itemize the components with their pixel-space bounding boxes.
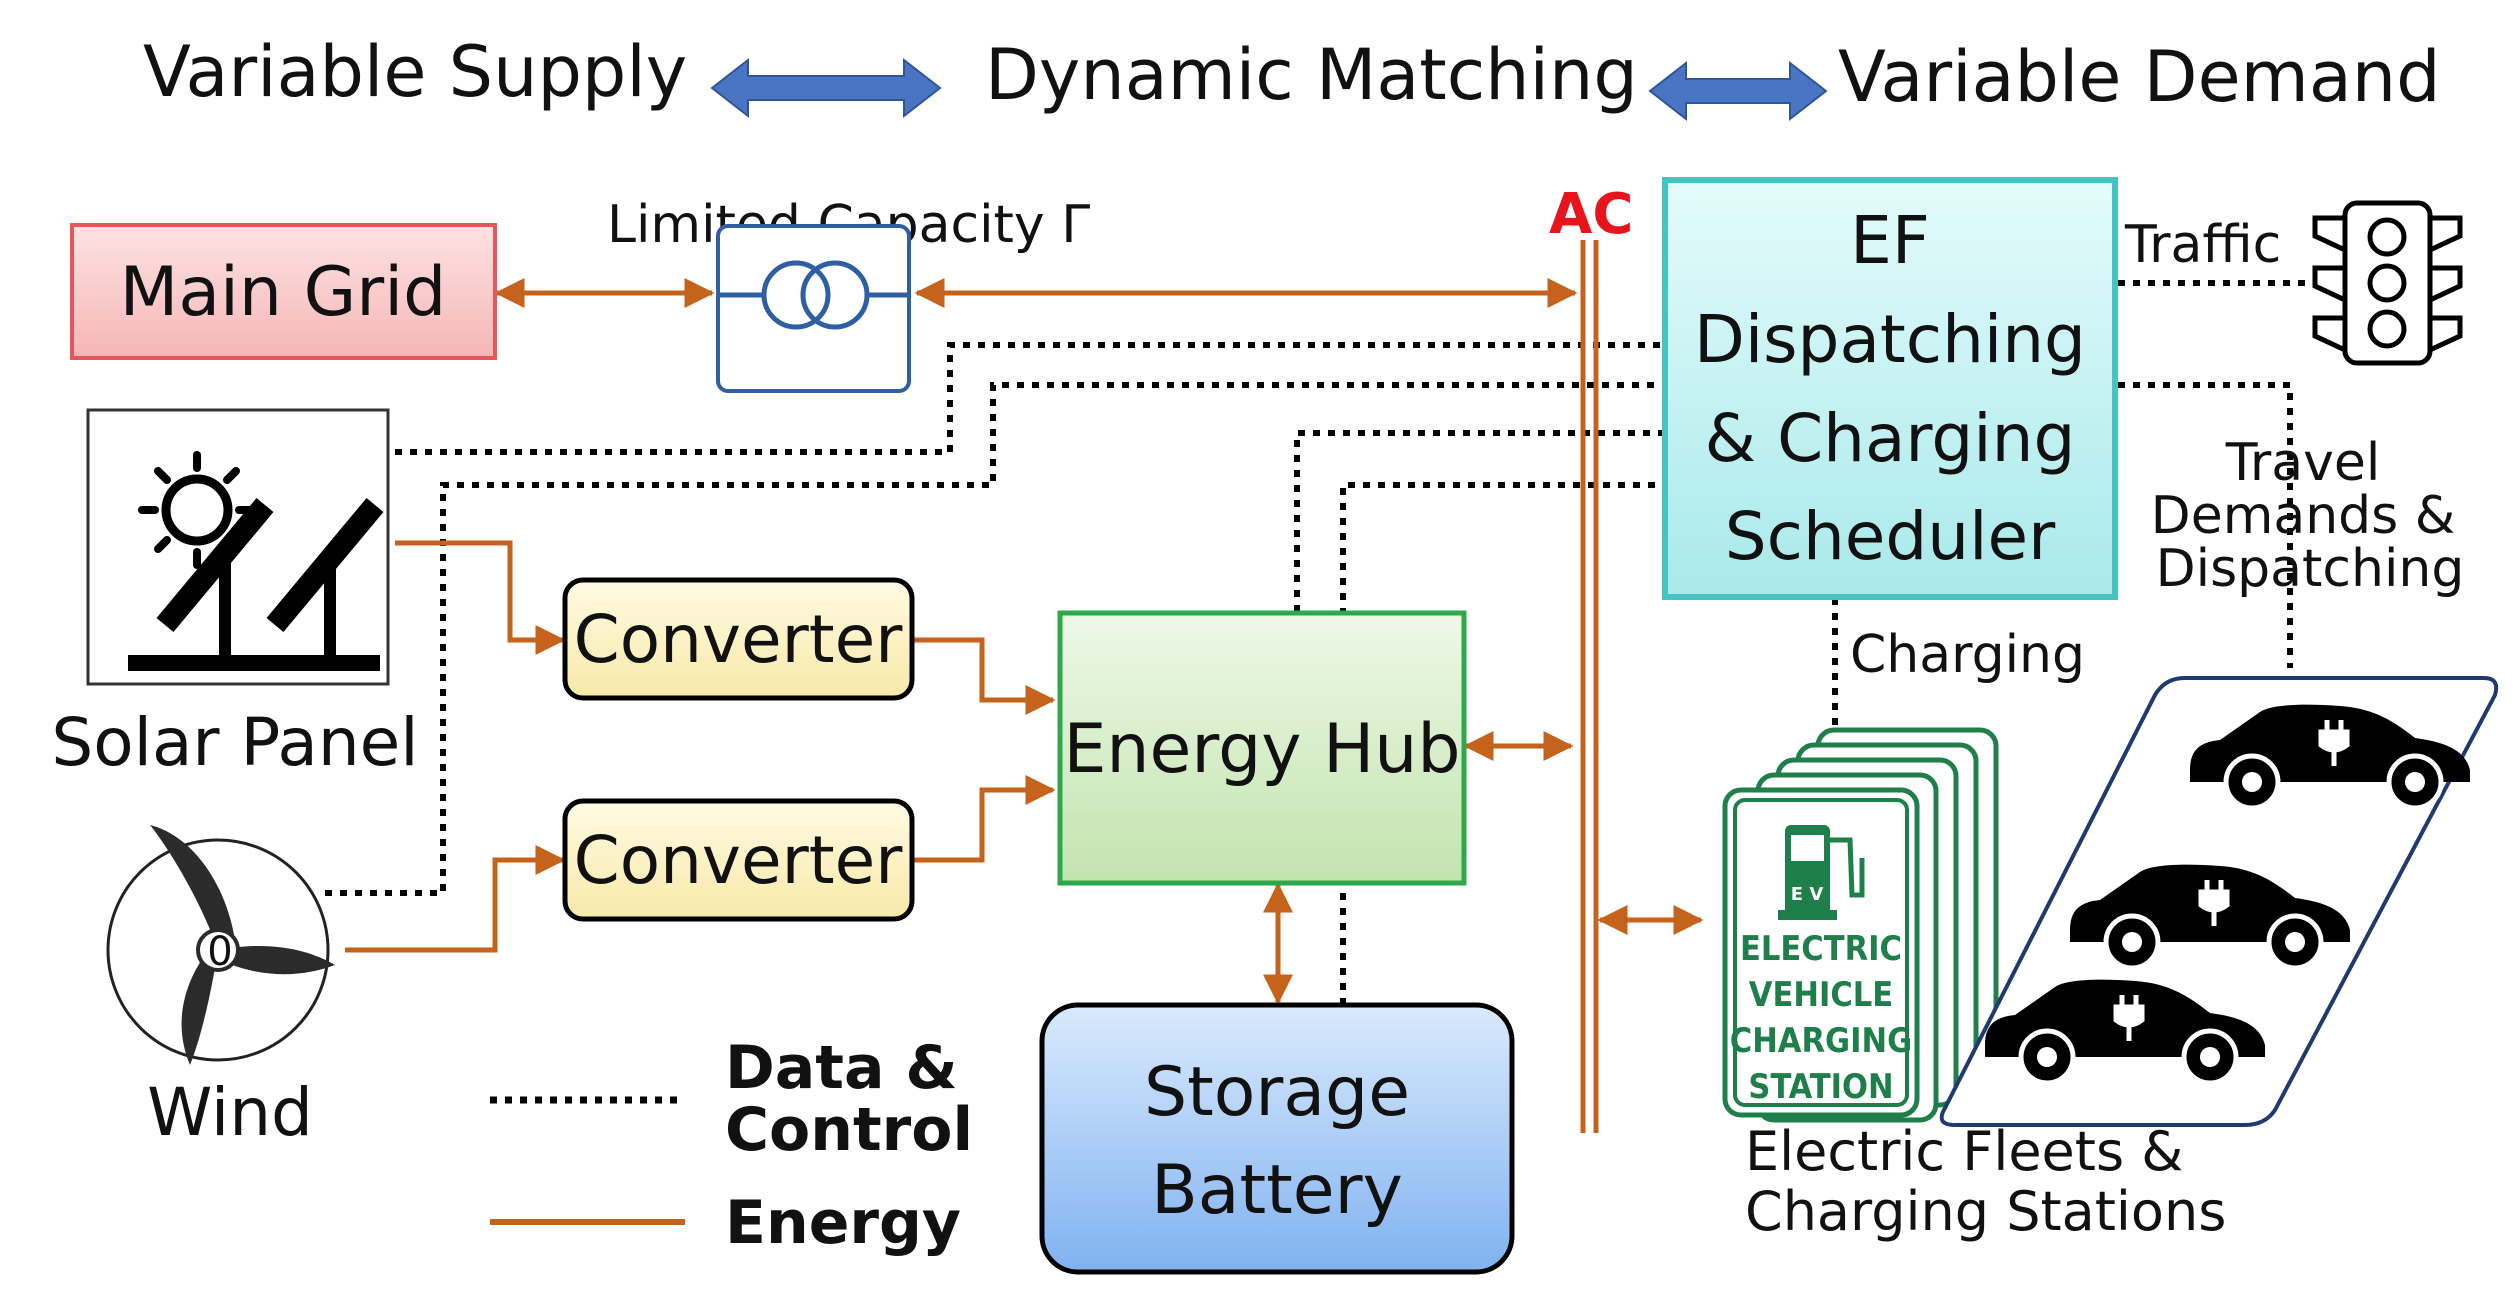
ev-sign-line-1: ELECTRIC [1740, 929, 1902, 969]
header-double-arrow-right [1648, 60, 1828, 122]
converter-1-box [562, 577, 915, 701]
energy-hub-box [1057, 610, 1467, 886]
energy-line-converter1-hub [912, 637, 1056, 715]
header-double-arrow-left [710, 57, 942, 119]
charging-sign-inner [1733, 798, 1909, 1107]
scheduler-label-line-3: & Charging [1705, 400, 2076, 477]
scheduler-label-line-1: EF [1850, 202, 1930, 279]
header-variable-supply: Variable Supply [143, 31, 687, 113]
header-variable-demand: Variable Demand [1838, 36, 2441, 118]
storage-battery-label-line-2: Battery [1151, 1151, 1403, 1230]
header-dynamic-matching: Dynamic Matching [985, 34, 1638, 116]
converter-2-box [562, 798, 915, 922]
wind-turbine-icon [150, 825, 335, 1065]
transformer-icon [718, 260, 909, 330]
main-grid-label: Main Grid [120, 253, 447, 332]
charging-label: Charging [1850, 625, 2085, 685]
data-line-wind-to-scheduler [325, 382, 1665, 896]
data-line-solar-to-scheduler [395, 342, 1665, 455]
solar-panel-label: Solar Panel [51, 704, 418, 781]
wind-label: Wind [147, 1074, 313, 1151]
data-line-scheduler-to-fleet [2118, 382, 2293, 668]
ev-sign-line-3: CHARGING [1730, 1021, 1912, 1061]
charging-station-stack: E V ELECTRIC VEHICLE CHARGING STATION [1722, 727, 1999, 1123]
main-grid-box [70, 223, 497, 360]
transformer-box [716, 224, 911, 393]
traffic-light-icon [2312, 200, 2463, 366]
energy-line-wind-converter [345, 845, 566, 953]
ev-pump-icon [1778, 825, 1865, 920]
travel-label-line-1: Travel [2225, 433, 2381, 493]
fleets-label-line-2: Charging Stations [1745, 1180, 2226, 1243]
charging-sign-front [1722, 787, 1920, 1118]
energy-line-converter2-hub [912, 775, 1056, 863]
scheduler-label-line-2: Dispatching [1694, 301, 2086, 378]
fleets-label-line-1: Electric Fleets & [1745, 1120, 2183, 1183]
travel-label-line-2: Demands & [2151, 486, 2456, 546]
ev-pump-text: E V [1791, 884, 1824, 905]
wind-hub-label: 0 [207, 929, 232, 975]
energy-hub-label: Energy Hub [1063, 710, 1460, 789]
legend-data-label-line-1: Data & [725, 1033, 958, 1103]
ev-car-icon-top [2190, 704, 2470, 811]
energy-line-solar-converter [395, 540, 566, 655]
converter-1-label: Converter [574, 601, 904, 678]
scheduler-box [1662, 177, 2118, 600]
legend-data-label-line-2: Control [725, 1095, 973, 1165]
data-line-hub-to-scheduler [1294, 430, 1665, 612]
ev-sign-line-2: VEHICLE [1749, 975, 1893, 1015]
ev-sign-line-4: STATION [1748, 1067, 1893, 1107]
travel-label-line-3: Dispatching [2156, 539, 2465, 599]
ev-car-icon-middle [2070, 864, 2350, 971]
legend-energy-label: Energy [725, 1188, 961, 1258]
solar-panel-icon [128, 451, 384, 671]
storage-battery-box [1039, 1002, 1515, 1275]
ac-bus-label: AC [1549, 182, 1633, 247]
ev-car-icon-bottom [1985, 979, 2265, 1086]
converter-2-label: Converter [574, 822, 904, 899]
energy-lines [345, 240, 1704, 1133]
scheduler-label-line-4: Scheduler [1725, 498, 2056, 575]
traffic-label: Traffic [2124, 215, 2281, 275]
storage-battery-label-line-1: Storage [1144, 1053, 1410, 1132]
